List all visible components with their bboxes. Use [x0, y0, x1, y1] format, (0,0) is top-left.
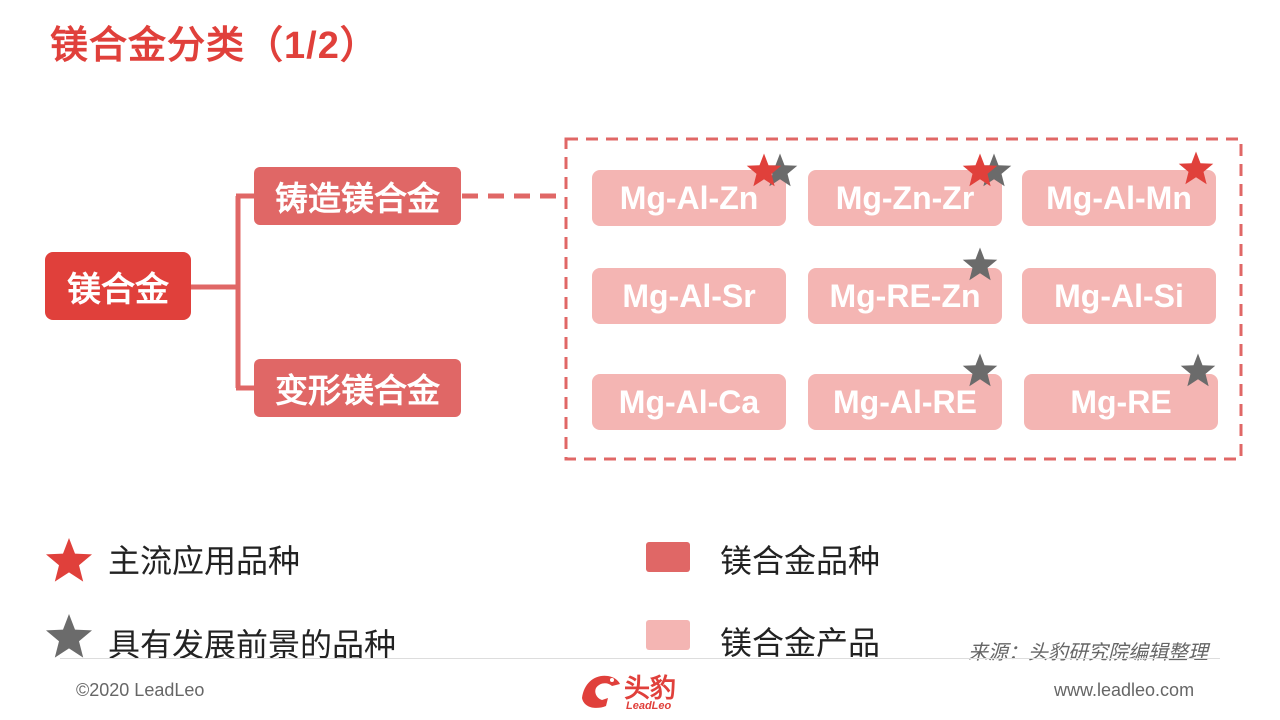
gray-star-icon [1180, 353, 1216, 387]
product-box: Mg-Al-Ca [592, 374, 786, 430]
gray-star-icon [976, 153, 1012, 187]
product-box: Mg-Al-Si [1022, 268, 1216, 324]
leadleo-logo[interactable]: 头豹 LeadLeo [578, 666, 708, 718]
gray-star-icon [962, 247, 998, 281]
legend-mainstream-label: 主流应用品种 [108, 543, 301, 579]
website-link[interactable]: www.leadleo.com [1054, 680, 1195, 700]
red-star-icon [46, 538, 92, 582]
product-box: Mg-Al-RE [808, 374, 1002, 430]
legend-variety-swatch [646, 542, 690, 572]
legend-promising-label: 具有发展前景的品种 [108, 627, 397, 663]
cast-alloy-node: 铸造镁合金 [254, 167, 461, 225]
logo-subtitle: LeadLeo [626, 700, 672, 712]
red-star-icon [962, 153, 998, 187]
product-box: Mg-Al-Sr [592, 268, 786, 324]
red-star-icon [1178, 151, 1214, 185]
product-box: Mg-Zn-Zr [808, 170, 1002, 226]
leopard-logo-icon [582, 675, 620, 708]
legend-variety-label: 镁合金品种 [720, 543, 881, 579]
footer-divider [60, 658, 1220, 659]
root-node: 镁合金 [45, 252, 191, 320]
red-star-icon [746, 153, 782, 187]
product-box: Mg-Al-Zn [592, 170, 786, 226]
logo-title: 头豹 [624, 673, 677, 703]
legend-product-swatch [646, 620, 690, 650]
gray-star-icon [762, 153, 798, 187]
source-note: 来源：头豹研究院编辑整理 [968, 642, 1208, 664]
product-box: Mg-Al-Mn [1022, 170, 1216, 226]
wrought-alloy-node: 变形镁合金 [254, 359, 461, 417]
legend-product-label: 镁合金产品 [720, 625, 881, 661]
gray-star-icon [962, 353, 998, 387]
product-box: Mg-RE-Zn [808, 268, 1002, 324]
gray-star-icon [46, 614, 92, 658]
page-title: 镁合金分类（1/2） [50, 25, 379, 67]
product-group-frame [564, 137, 1243, 461]
product-box: Mg-RE [1024, 374, 1218, 430]
copyright-text: ©2020 LeadLeo [76, 680, 205, 700]
